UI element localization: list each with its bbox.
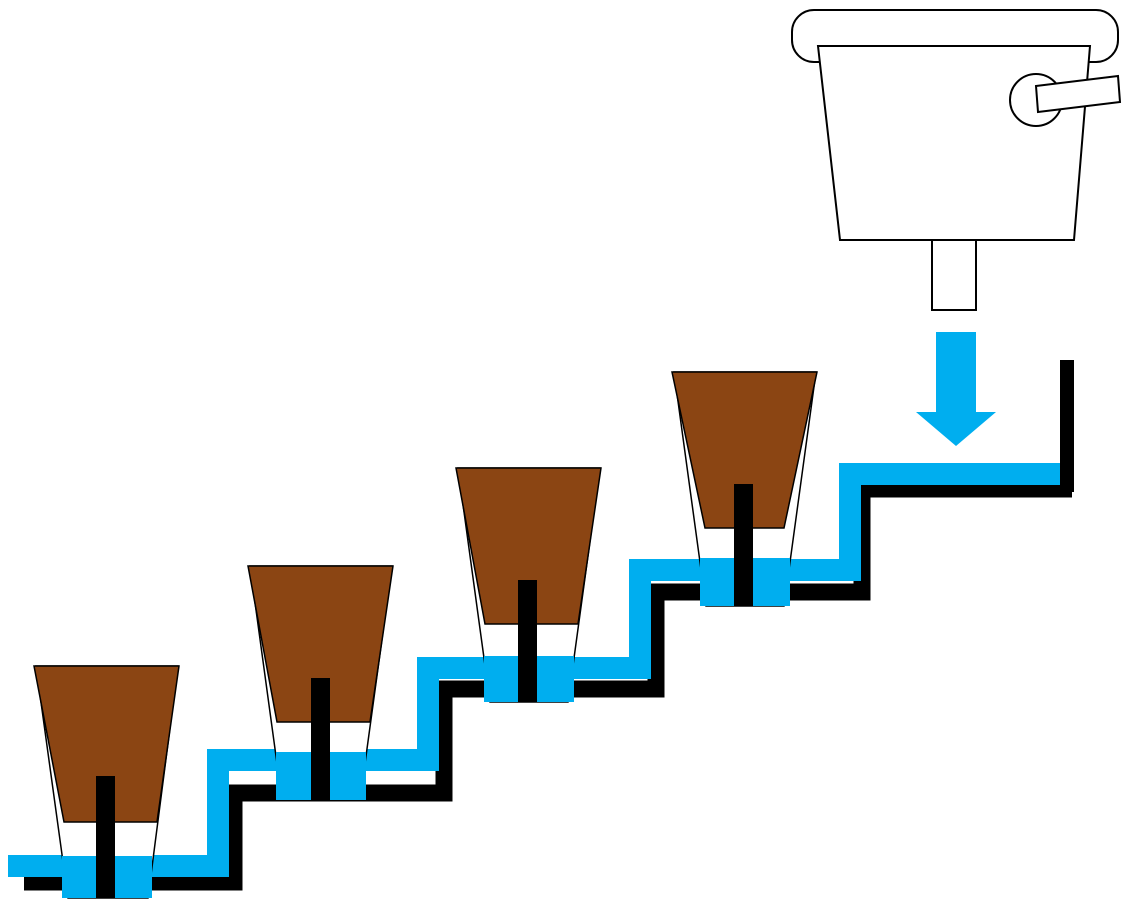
pot-soil [455,467,602,625]
plant-pot [455,467,602,703]
channel-end-wall [1060,360,1074,492]
water-flow-arrow [916,332,996,446]
water-cistern [791,9,1122,311]
plant-pot [247,565,394,801]
wick [311,678,330,800]
pot-soil [33,665,180,823]
pot-soil [247,565,394,723]
pot-soil [671,371,818,529]
wick [734,484,753,606]
plant-pot [33,665,180,899]
down-arrow-icon [916,332,996,446]
cistern-outlet-pipe [931,239,977,311]
lever-handle-icon [1034,74,1122,114]
wick [518,580,537,702]
plant-pot [671,371,818,607]
wick [96,776,115,898]
cistern-body [816,45,1092,241]
